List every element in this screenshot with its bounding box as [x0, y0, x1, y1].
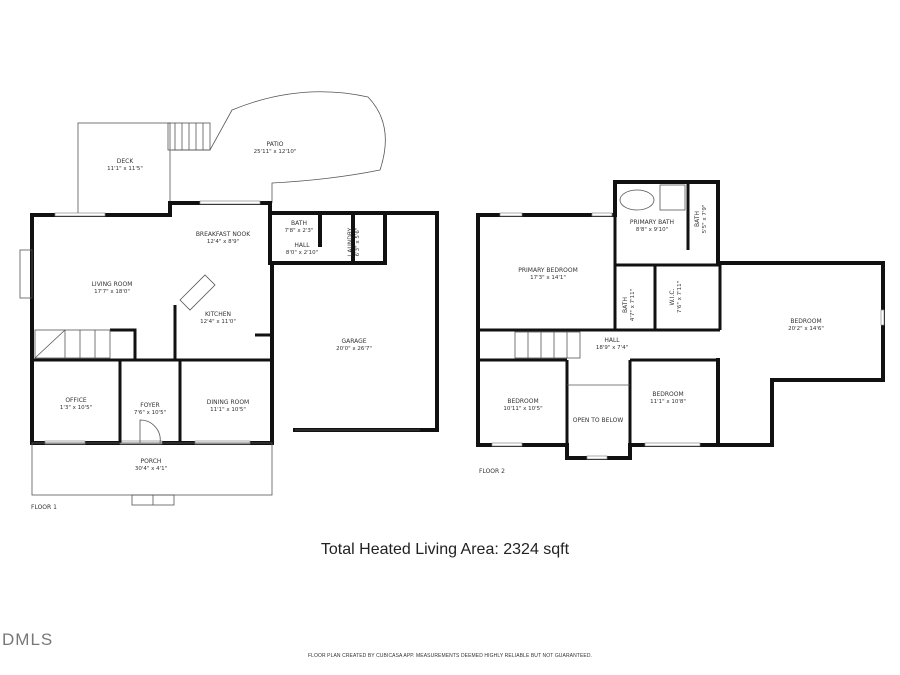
- floor-2-plan: PRIMARY BEDROOM 17'3" x 14'1" PRIMARY BA…: [476, 180, 885, 475]
- front-door-swing: [139, 419, 161, 444]
- room-label-garage: GARAGE: [341, 338, 366, 345]
- room-label-office: OFFICE: [65, 397, 87, 404]
- room-dims-laundry: 6'3" x 5'6": [355, 228, 361, 257]
- room-label-bath-upper: BATH: [694, 211, 701, 227]
- room-dims-bedroom-mid: 11'1" x 10'8": [650, 399, 686, 405]
- room-label-hall-upper: HALL: [604, 337, 620, 344]
- room-label-patio: PATIO: [266, 141, 283, 148]
- room-dims-kitchen: 12'4" x 11'0": [200, 319, 236, 325]
- patio-outline: [172, 91, 386, 203]
- room-label-deck: DECK: [117, 158, 135, 165]
- stairs-floor-2: [514, 331, 581, 359]
- mls-logo: DMLS: [2, 630, 54, 649]
- room-label-primary-bath: PRIMARY BATH: [630, 219, 674, 226]
- room-dims-patio: 25'11" x 12'10": [254, 149, 297, 155]
- room-dims-bedroom-large: 20'2" x 14'6": [788, 326, 824, 332]
- room-dims-bath-lower: 4'7" x 7'11": [630, 289, 636, 321]
- room-dims-bath-upper: 5'5" x 7'9": [702, 205, 708, 234]
- floor-1-interior-walls: [32, 305, 270, 443]
- room-dims-dining-room: 11'1" x 10'5": [210, 407, 246, 413]
- room-label-hall: HALL: [294, 242, 310, 249]
- deck-stairs: [167, 122, 211, 151]
- room-dims-porch: 30'4" x 4'1": [135, 466, 167, 472]
- room-label-laundry: LAUNDRY: [347, 227, 354, 256]
- room-label-dining-room: DINING ROOM: [207, 399, 249, 406]
- room-label-kitchen: KITCHEN: [205, 311, 231, 318]
- fireplace: [19, 249, 33, 299]
- floor-1-plan: DECK 11'1" x 11'5" PATIO 25'11" x 12'10"…: [19, 91, 439, 511]
- room-label-bath-lower: BATH: [622, 297, 629, 313]
- garage-wall: [270, 211, 439, 432]
- floor-2-label: FLOOR 2: [479, 468, 505, 475]
- shower: [659, 184, 686, 211]
- room-label-primary-bedroom: PRIMARY BEDROOM: [518, 267, 578, 274]
- room-label-porch: PORCH: [141, 458, 162, 465]
- room-dims-bath: 7'8" x 2'3": [285, 228, 314, 234]
- total-area-caption: Total Heated Living Area: 2324 sqft: [320, 541, 570, 558]
- room-dims-garage: 20'0" x 26'7": [336, 346, 372, 352]
- room-label-bedroom-large: BEDROOM: [790, 318, 821, 325]
- floor-2-interior-walls: [478, 182, 722, 445]
- room-dims-primary-bath: 8'8" x 9'10": [636, 227, 668, 233]
- room-dims-bedroom-left: 10'11" x 10'5": [503, 406, 542, 412]
- room-dims-wic: 7'6" x 7'11": [677, 281, 683, 313]
- room-dims-breakfast-nook: 12'4" x 8'9": [207, 239, 239, 245]
- floor-2-exterior-wall: [476, 180, 885, 460]
- room-dims-living-room: 17'7" x 18'0": [94, 289, 130, 295]
- floor-1-label: FLOOR 1: [31, 504, 57, 511]
- bathtub: [619, 189, 655, 211]
- room-dims-office: 1'3" x 10'5": [60, 405, 92, 411]
- room-label-bedroom-left: BEDROOM: [507, 398, 538, 405]
- room-label-living-room: LIVING ROOM: [92, 281, 133, 288]
- room-label-breakfast-nook: BREAKFAST NOOK: [196, 231, 251, 238]
- room-label-open-to-below: OPEN TO BELOW: [573, 417, 624, 424]
- porch-steps: [131, 494, 175, 506]
- room-label-foyer: FOYER: [140, 402, 159, 409]
- stairs-floor-1: [34, 329, 111, 359]
- room-label-bedroom-mid: BEDROOM: [652, 391, 683, 398]
- room-dims-primary-bedroom: 17'3" x 14'1": [530, 275, 566, 281]
- room-dims-deck: 11'1" x 11'5": [107, 166, 143, 172]
- room-label-bath: BATH: [291, 220, 307, 227]
- room-dims-hall-upper: 18'9" x 7'4": [596, 345, 628, 351]
- kitchen-island: [179, 274, 216, 311]
- credit-disclaimer: FLOOR PLAN CREATED BY CUBICASA APP. MEAS…: [307, 653, 593, 659]
- room-dims-hall: 8'0" x 2'10": [286, 250, 318, 256]
- room-label-wic: W.I.C.: [669, 288, 676, 305]
- room-dims-foyer: 7'6" x 10'5": [134, 410, 166, 416]
